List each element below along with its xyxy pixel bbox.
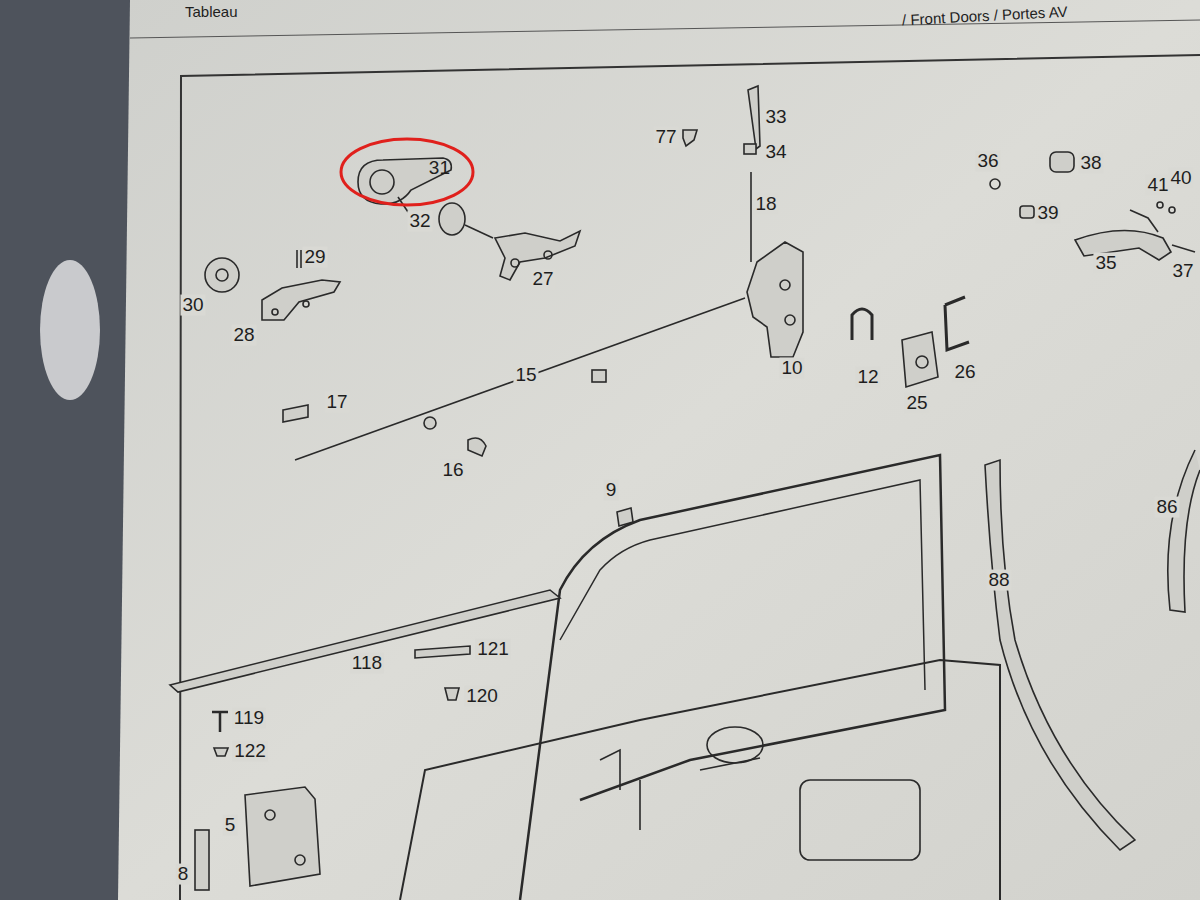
callout-number: 122 [232, 741, 268, 762]
callout-number: 30 [180, 295, 205, 316]
callout-number: 12 [855, 367, 880, 388]
callout-number: 36 [975, 151, 1000, 172]
callout-number: 34 [763, 142, 788, 163]
callout-number: 77 [653, 127, 678, 148]
callout-number: 18 [753, 194, 778, 215]
callout-number: 17 [324, 392, 349, 413]
callout-number: 27 [530, 269, 555, 290]
callout-number: 8 [176, 864, 191, 885]
callout-number: 41 [1145, 175, 1170, 196]
callout-number: 39 [1035, 203, 1060, 224]
callout-number: 40 [1168, 168, 1193, 189]
callout-number: 15 [513, 365, 538, 386]
callout-number: 33 [763, 107, 788, 128]
callout-number: 121 [475, 639, 511, 660]
callout-number: 37 [1170, 261, 1195, 282]
callout-number: 32 [407, 211, 432, 232]
callout-number: 119 [232, 708, 266, 729]
highlight-outline [338, 136, 476, 208]
callout-number: 26 [952, 362, 977, 383]
page-header: Tableau [183, 4, 240, 21]
callout-number: 86 [1154, 497, 1179, 518]
callout-number: 35 [1093, 253, 1118, 274]
callout-number: 10 [779, 358, 804, 379]
callout-number: 120 [464, 686, 500, 707]
callout-number: 118 [350, 653, 384, 674]
callout-number: 16 [440, 460, 465, 481]
callout-number: 38 [1078, 153, 1103, 174]
callout-number: 28 [231, 325, 256, 346]
highlight-ellipse: 31 [338, 136, 476, 208]
callout-number: 31 [429, 158, 450, 179]
callout-number: 29 [302, 247, 327, 268]
callout-number: 88 [986, 570, 1011, 591]
callout-number: 5 [223, 815, 238, 836]
callout-number: 9 [604, 480, 619, 501]
callout-number: 25 [904, 393, 929, 414]
